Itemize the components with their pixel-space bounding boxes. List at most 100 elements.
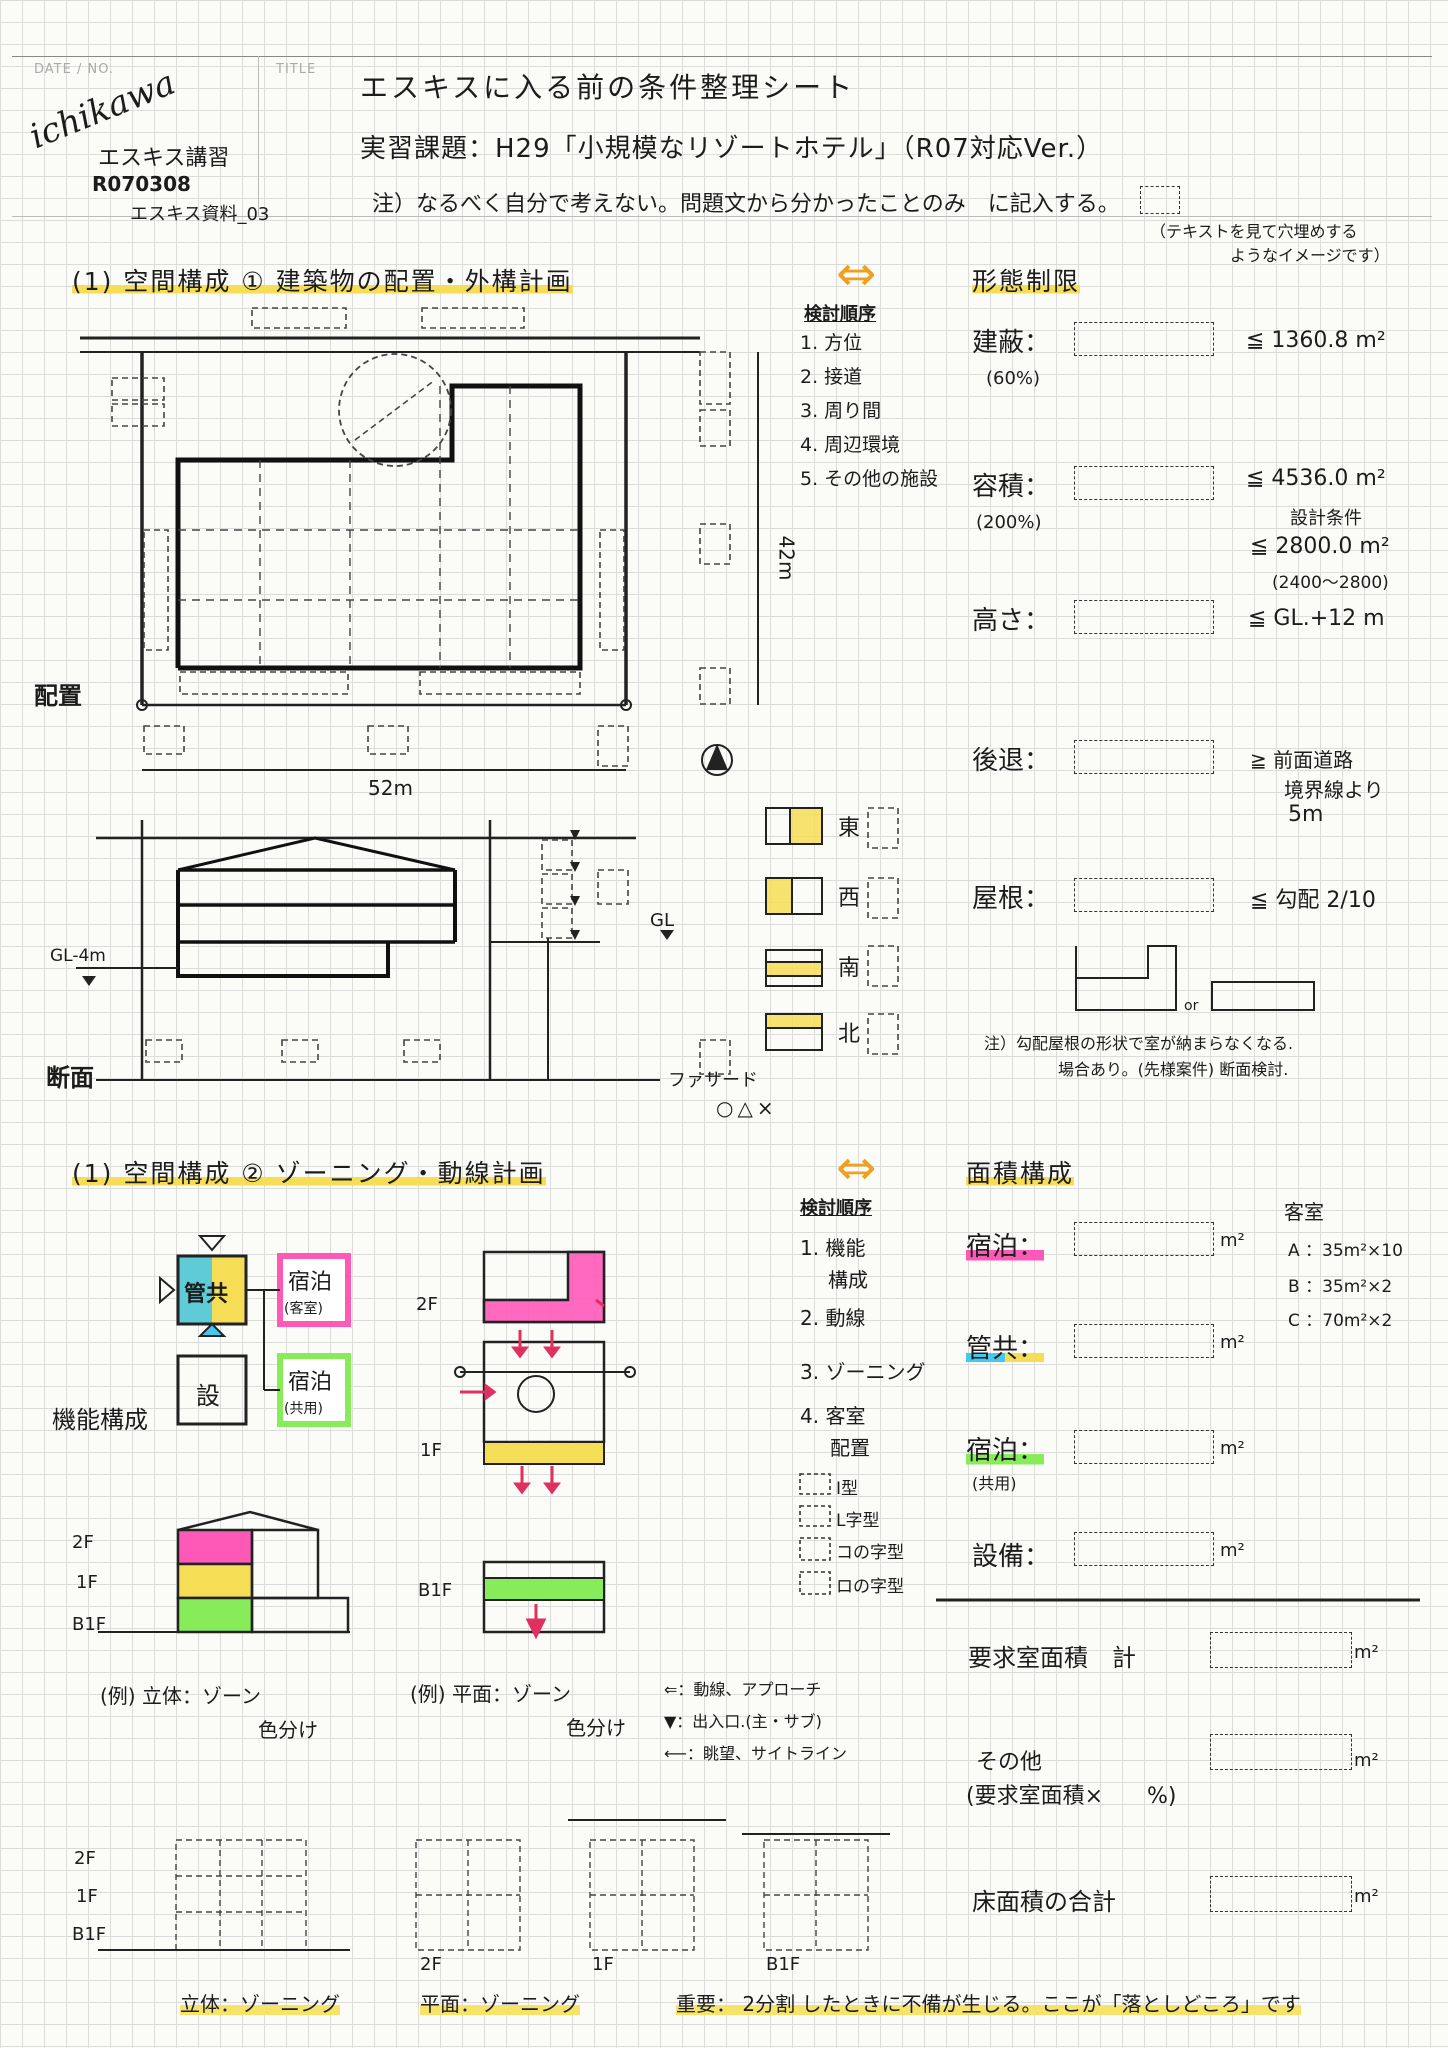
far-label: 容積： (972, 472, 1051, 502)
coverage-value: ≦ 1360.8 m² (1246, 328, 1386, 353)
header-divider (258, 56, 259, 216)
unit: m² (1220, 1332, 1245, 1353)
shape-ko: コの字型 (836, 1543, 904, 1563)
doc-number: エスキス資料_03 (130, 204, 270, 225)
floor-label-b1f: B1F (72, 1614, 107, 1635)
setback-value2: 境界線より (1284, 778, 1384, 802)
area-shukuhaku2-blank (1074, 1430, 1214, 1464)
note-blank-box (1140, 186, 1180, 214)
bottom-3d-label: 立体：ゾーニング (180, 1992, 340, 2016)
area-setsubi-label: 設備： (972, 1542, 1051, 1572)
coverage-pct: (60%) (986, 368, 1041, 389)
section1-heading: (1) 空間構成 ① 建築物の配置・外構計画 (72, 267, 573, 296)
unit: m² (1220, 1438, 1245, 1459)
floor-total-label: 床面積の合計 (972, 1888, 1116, 1916)
header-rule-bottom (12, 216, 1432, 217)
unit: m² (1354, 1642, 1379, 1663)
double-arrow-icon: ⇔ (836, 1140, 877, 1196)
legend-entry: ▼：出入口.(主・サブ) (664, 1712, 822, 1731)
far-value: ≦ 4536.0 m² (1246, 466, 1386, 491)
coverage-label: 建蔽： (972, 328, 1051, 358)
direction-west: 西 (838, 886, 861, 911)
height-label: 高さ： (972, 606, 1051, 636)
order-item: 5. その他の施設 (800, 468, 939, 490)
order-title: 検討順序 (804, 304, 876, 325)
order-title: 検討順序 (800, 1198, 872, 1219)
layout-label: 配置 (34, 682, 82, 710)
design-range: (2400〜2800) (1272, 573, 1389, 593)
example-3d: (例) 立体：ゾーン (100, 1684, 261, 1708)
far-blank (1074, 466, 1214, 500)
room-c: C ：70m²×2 (1288, 1311, 1393, 1331)
order-item: 3. 周り間 (800, 400, 882, 422)
dim-width: 52m (368, 776, 413, 800)
required-total-blank (1210, 1632, 1352, 1668)
coverage-blank (1074, 322, 1214, 356)
area-shukuhaku2-sub: (共用) (972, 1474, 1017, 1493)
direction-east: 東 (838, 816, 861, 841)
order-list: 1. 方位 2. 接道 3. 周り間 4. 周辺環境 5. その他の施設 (800, 326, 938, 496)
floor-label-b1f: B1F (418, 1580, 453, 1601)
floor-label-1f: 1F (76, 1886, 98, 1907)
shape-l: L字型 (836, 1511, 880, 1531)
gl-minus-label: GL-4m (50, 946, 106, 966)
facade-label: ファサード (668, 1070, 758, 1091)
room-a: A ：35m²×10 (1288, 1241, 1403, 1261)
unit: m² (1354, 1750, 1379, 1771)
other-sub: (要求室面積× %) (966, 1784, 1177, 1809)
order-item: 1. 機能 (800, 1236, 866, 1260)
roof-note2: 場合あり。(先様案件) 断面検討. (1058, 1060, 1289, 1079)
important-note: 重要： 2分割 したときに不備が生じる。ここが「落としどころ」です (676, 1992, 1301, 2016)
design-value: ≦ 2800.0 m² (1250, 534, 1390, 559)
floor-label-b1f: B1F (766, 1954, 801, 1975)
gl-label: GL (650, 910, 674, 931)
direction-north: 北 (838, 1022, 861, 1047)
shape-i: I型 (836, 1479, 859, 1499)
far-pct: (200%) (976, 512, 1042, 533)
roof-value: ≦ 勾配 2/10 (1250, 888, 1376, 913)
note-text: 注）なるべく自分で考えない。問題文から分かったことのみ に記入する。 (372, 192, 1120, 217)
floor-label-b1f: B1F (72, 1924, 107, 1945)
required-total-label: 要求室面積 計 (968, 1644, 1136, 1672)
setback-value3: 5m (1288, 802, 1324, 827)
zone-shukuhaku-sub: (客室) (284, 1301, 323, 1317)
subject-title: 実習課題：H29「小規模なリゾートホテル」（R07対応Ver.） (360, 134, 1104, 164)
floor-label-2f: 2F (72, 1532, 94, 1553)
roof-label: 屋根： (972, 884, 1051, 914)
order-item: 4. 周辺環境 (800, 434, 901, 456)
zone-shukuhaku2-sub: (共用) (284, 1401, 323, 1417)
area-shukuhaku-blank (1074, 1222, 1214, 1256)
legend-flow: ⇐：動線、アプローチ (664, 1680, 822, 1699)
setback-blank (1074, 740, 1214, 774)
unit: m² (1220, 1230, 1245, 1251)
floor-label-1f: 1F (420, 1440, 442, 1461)
note-sub1: （テキストを見て穴埋めする (1150, 222, 1358, 241)
note-sub2: ようなイメージです） (1230, 246, 1390, 265)
area-heading: 面積構成 (966, 1159, 1075, 1188)
sheet-title: エスキスに入る前の条件整理シート (360, 71, 856, 104)
form-limits-heading: 形態制限 (972, 267, 1081, 296)
order-item: 1. 方位 (800, 332, 863, 354)
setback-label: 後退： (972, 746, 1051, 776)
floor-label-2f: 2F (74, 1848, 96, 1869)
rooms-label: 客室 (1284, 1200, 1324, 1224)
height-blank (1074, 600, 1214, 634)
setback-value1: ≧ 前面道路 (1250, 748, 1354, 772)
bottom-plan-label: 平面：ゾーニング (420, 1992, 580, 2016)
area-setsubi-blank (1074, 1532, 1214, 1566)
roof-or: or (1184, 998, 1199, 1014)
section-label: 断面 (46, 1064, 94, 1092)
order-item: 3. ゾーニング (800, 1360, 926, 1384)
floor-label-2f: 2F (416, 1294, 438, 1315)
other-label: その他 (976, 1750, 1043, 1775)
order-item: 配置 (830, 1436, 870, 1460)
floor-label-2f: 2F (420, 1954, 442, 1975)
unit: m² (1354, 1886, 1379, 1907)
header-rule-top (12, 56, 1432, 57)
area-shukuhaku-label: 宿泊： (966, 1232, 1045, 1262)
direction-south: 南 (838, 956, 861, 981)
facade-marks: ○△× (716, 1096, 778, 1120)
double-arrow-icon: ⇔ (836, 246, 877, 302)
